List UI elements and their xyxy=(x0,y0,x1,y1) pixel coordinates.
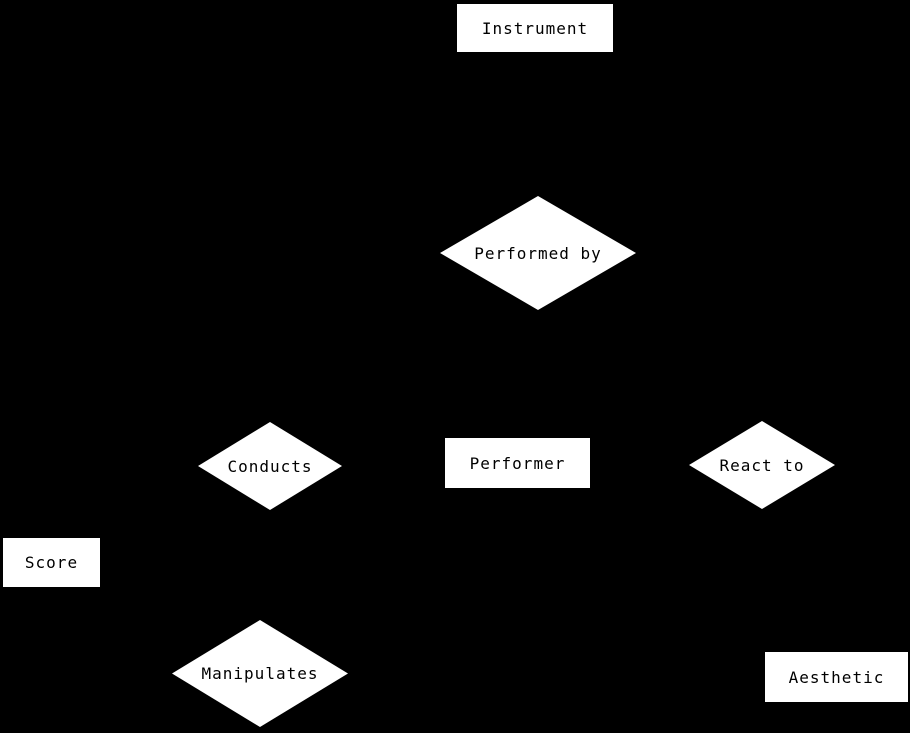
entity-score-label: Score xyxy=(24,553,79,572)
relationship-conducts: Conducts xyxy=(198,422,342,510)
relationship-manipulates-label: Manipulates xyxy=(201,664,319,683)
entity-instrument: Instrument xyxy=(457,4,613,52)
entity-instrument-label: Instrument xyxy=(481,18,589,38)
entity-aesthetic-label: Aesthetic xyxy=(788,667,885,687)
relationship-performed-by-label: Performed by xyxy=(474,243,602,263)
relationship-react-to-label: React to xyxy=(719,455,805,475)
relationship-performed-by: Performed by xyxy=(440,196,636,310)
relationship-conducts-label: Conducts xyxy=(227,456,313,476)
entity-score: Score xyxy=(3,538,100,587)
entity-aesthetic: Aesthetic xyxy=(765,652,908,702)
entity-performer-label: Performer xyxy=(469,453,566,473)
entity-performer: Performer xyxy=(445,438,590,488)
relationship-manipulates: Manipulates xyxy=(172,620,348,727)
relationship-react-to: React to xyxy=(689,421,835,509)
